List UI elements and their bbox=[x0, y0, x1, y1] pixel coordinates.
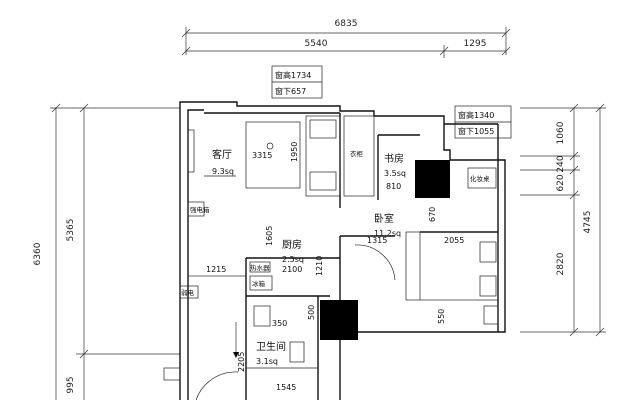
kitchen-depth: 1210 bbox=[315, 256, 324, 276]
bedroom-name: 卧室 bbox=[374, 212, 394, 225]
fuse-box bbox=[187, 201, 205, 217]
shoe-cabinet bbox=[163, 367, 181, 381]
dim-top-total: 6835 bbox=[335, 19, 358, 29]
nightstand bbox=[483, 305, 499, 325]
right-dimensions: 1060 240 620 2820 4745 bbox=[520, 103, 606, 337]
window-tag-right: 窗高1340 窗下1055 bbox=[454, 105, 512, 139]
coffee-table bbox=[245, 121, 301, 189]
kitchen-area: 2.5sq bbox=[282, 255, 304, 264]
study-width: 810 bbox=[386, 182, 401, 191]
bed bbox=[405, 231, 499, 301]
vanity-label: 化妆桌 bbox=[470, 174, 490, 183]
study-area: 3.5sq bbox=[384, 169, 406, 178]
dim-500: 500 bbox=[307, 305, 316, 320]
kitchen-name: 厨房 bbox=[282, 238, 302, 251]
kitchen-width: 2100 bbox=[282, 265, 302, 274]
bathroom-depth: 2205 bbox=[237, 352, 246, 372]
sofa bbox=[305, 115, 341, 197]
dim-1605: 1605 bbox=[265, 226, 274, 246]
living-room: 客厅 9.3sq 3315 1950 强电箱 bbox=[187, 115, 341, 217]
bedroom-area: 11.2sq bbox=[374, 229, 401, 238]
wardrobe: 衣柜 bbox=[343, 115, 375, 197]
bedroom: 卧室 11.2sq 2055 1315 670 550 bbox=[354, 207, 499, 325]
study-room: 书房 3.5sq 810 bbox=[384, 152, 406, 191]
dim-top-left: 5540 bbox=[305, 39, 328, 49]
dim-left-upper: 5365 bbox=[66, 219, 76, 242]
study-name: 书房 bbox=[384, 152, 404, 165]
bedroom-depth: 1315 bbox=[367, 236, 387, 245]
tv-cabinet bbox=[187, 129, 195, 173]
arrow-down-icon bbox=[233, 352, 239, 358]
structural-column-bath bbox=[320, 300, 358, 340]
window-tag-top-line2: 窗下657 bbox=[275, 86, 306, 96]
bedroom-door-swing bbox=[354, 244, 396, 281]
dim-right-4: 2820 bbox=[556, 252, 566, 275]
toilet bbox=[289, 341, 305, 363]
bedroom-width: 2055 bbox=[444, 236, 464, 245]
dim-top-right: 1295 bbox=[464, 39, 487, 49]
vanity-area: 化妆桌 bbox=[467, 167, 497, 189]
dim-350: 350 bbox=[272, 319, 287, 328]
sink bbox=[253, 305, 271, 327]
dim-right-3: 620 bbox=[556, 174, 566, 191]
dim-550: 550 bbox=[437, 309, 446, 324]
window-tag-right-line1: 窗高1340 bbox=[458, 110, 494, 120]
dim-1215: 1215 bbox=[206, 265, 226, 274]
water-heater bbox=[249, 261, 271, 273]
structural-column-study bbox=[415, 160, 450, 198]
wardrobe-label: 衣柜 bbox=[350, 149, 364, 158]
bathroom: 卫生间 3.1sq 1545 2205 350 500 bbox=[233, 305, 318, 392]
weak-box bbox=[179, 285, 199, 299]
entry-door-swing bbox=[195, 371, 239, 400]
dim-left-lower: 995 bbox=[66, 376, 76, 393]
fuse-box-label: 强电箱 bbox=[190, 205, 210, 214]
water-heater-label: 热水器 bbox=[250, 263, 270, 272]
dim-left-total: 6360 bbox=[33, 242, 43, 265]
bathroom-width: 1545 bbox=[276, 383, 296, 392]
kitchen: 厨房 2.5sq 2100 1210 1605 热水器 冰箱 1215 弱电 bbox=[179, 226, 324, 299]
ceiling-light-icon bbox=[266, 142, 274, 150]
bathroom-area: 3.1sq bbox=[256, 357, 278, 366]
living-room-depth: 1950 bbox=[290, 142, 299, 162]
bathroom-name: 卫生间 bbox=[256, 340, 286, 353]
dim-right-2: 240 bbox=[556, 155, 566, 172]
living-room-area: 9.3sq bbox=[212, 167, 234, 176]
fridge bbox=[249, 275, 273, 291]
dim-670: 670 bbox=[428, 207, 437, 222]
living-room-width: 3315 bbox=[252, 151, 272, 160]
living-room-name: 客厅 bbox=[212, 148, 232, 161]
left-dimensions: 6360 5365 995 bbox=[33, 103, 180, 400]
dim-right-total: 4745 bbox=[583, 211, 593, 234]
window-tag-right-line2: 窗下1055 bbox=[458, 126, 494, 136]
weak-box-label: 弱电 bbox=[181, 288, 195, 297]
walls bbox=[179, 101, 506, 400]
dim-right-1: 1060 bbox=[556, 121, 566, 144]
fridge-label: 冰箱 bbox=[252, 279, 266, 288]
top-dimensions: 6835 5540 1295 bbox=[181, 19, 511, 58]
window-tag-top: 窗高1734 窗下657 bbox=[271, 65, 323, 99]
window-tag-top-line1: 窗高1734 bbox=[275, 70, 311, 80]
